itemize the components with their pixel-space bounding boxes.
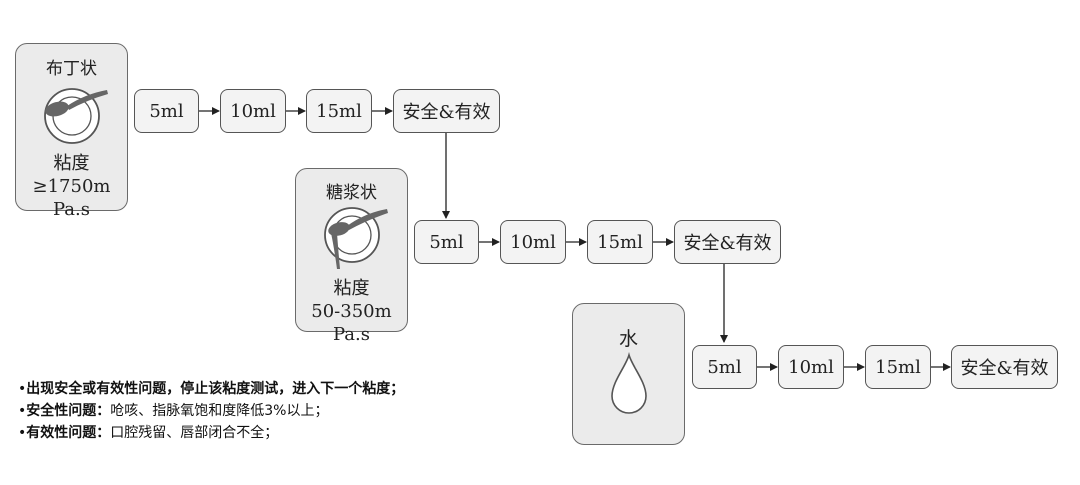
step-r3-5ml: 5ml	[692, 345, 757, 389]
note-text: 出现安全或有效性问题，停止该粘度测试，进入下一个粘度；	[26, 381, 405, 397]
viscosity-label-syrup: 粘度	[333, 278, 370, 299]
step-r3-15ml: 15ml	[865, 345, 931, 389]
step-r1-5ml: 5ml	[134, 89, 199, 133]
step-r1-15ml: 15ml	[306, 89, 372, 133]
panel-water: 水	[572, 303, 685, 445]
step-r3-safe-effective: 安全&有效	[951, 345, 1058, 389]
note-text: 口腔残留、唇部闭合不全；	[110, 425, 279, 441]
note-item: •安全性问题：呛咳、指脉氧饱和度降低3%以上；	[18, 403, 329, 419]
note-item: •有效性问题：口腔残留、唇部闭合不全；	[18, 425, 279, 441]
viscosity-value-pudding: ≥1750m Pa.s	[32, 176, 111, 220]
notes-list: •出现安全或有效性问题，停止该粘度测试，进入下一个粘度； •安全性问题：呛咳、指…	[18, 378, 404, 444]
step-r1-10ml: 10ml	[220, 89, 286, 133]
panel-syrup: 糖浆状 粘度 50-350m Pa.s	[295, 168, 408, 345]
spoon-drip-icon	[324, 207, 388, 269]
panel-title-water: 水	[618, 328, 638, 350]
step-r2-5ml: 5ml	[414, 220, 479, 264]
step-r2-safe-effective: 安全&有效	[674, 220, 781, 264]
viscosity-label-pudding: 粘度	[53, 153, 90, 174]
note-item: •出现安全或有效性问题，停止该粘度测试，进入下一个粘度；	[18, 381, 405, 397]
viscosity-value-syrup: 50-350m Pa.s	[311, 301, 392, 345]
panel-title-syrup: 糖浆状	[326, 183, 377, 203]
panel-title-pudding: 布丁状	[46, 59, 97, 79]
step-r2-15ml: 15ml	[587, 220, 653, 264]
note-label: 有效性问题：	[26, 425, 111, 441]
panel-pudding: 布丁状 粘度 ≥1750m Pa.s	[15, 43, 128, 220]
note-text: 呛咳、指脉氧饱和度降低3%以上；	[110, 403, 329, 419]
step-r3-10ml: 10ml	[778, 345, 844, 389]
water-drop-icon	[611, 352, 647, 414]
step-r1-safe-effective: 安全&有效	[393, 89, 500, 133]
spoon-plate-icon	[44, 88, 108, 144]
note-label: 安全性问题：	[26, 403, 111, 419]
step-r2-10ml: 10ml	[500, 220, 566, 264]
